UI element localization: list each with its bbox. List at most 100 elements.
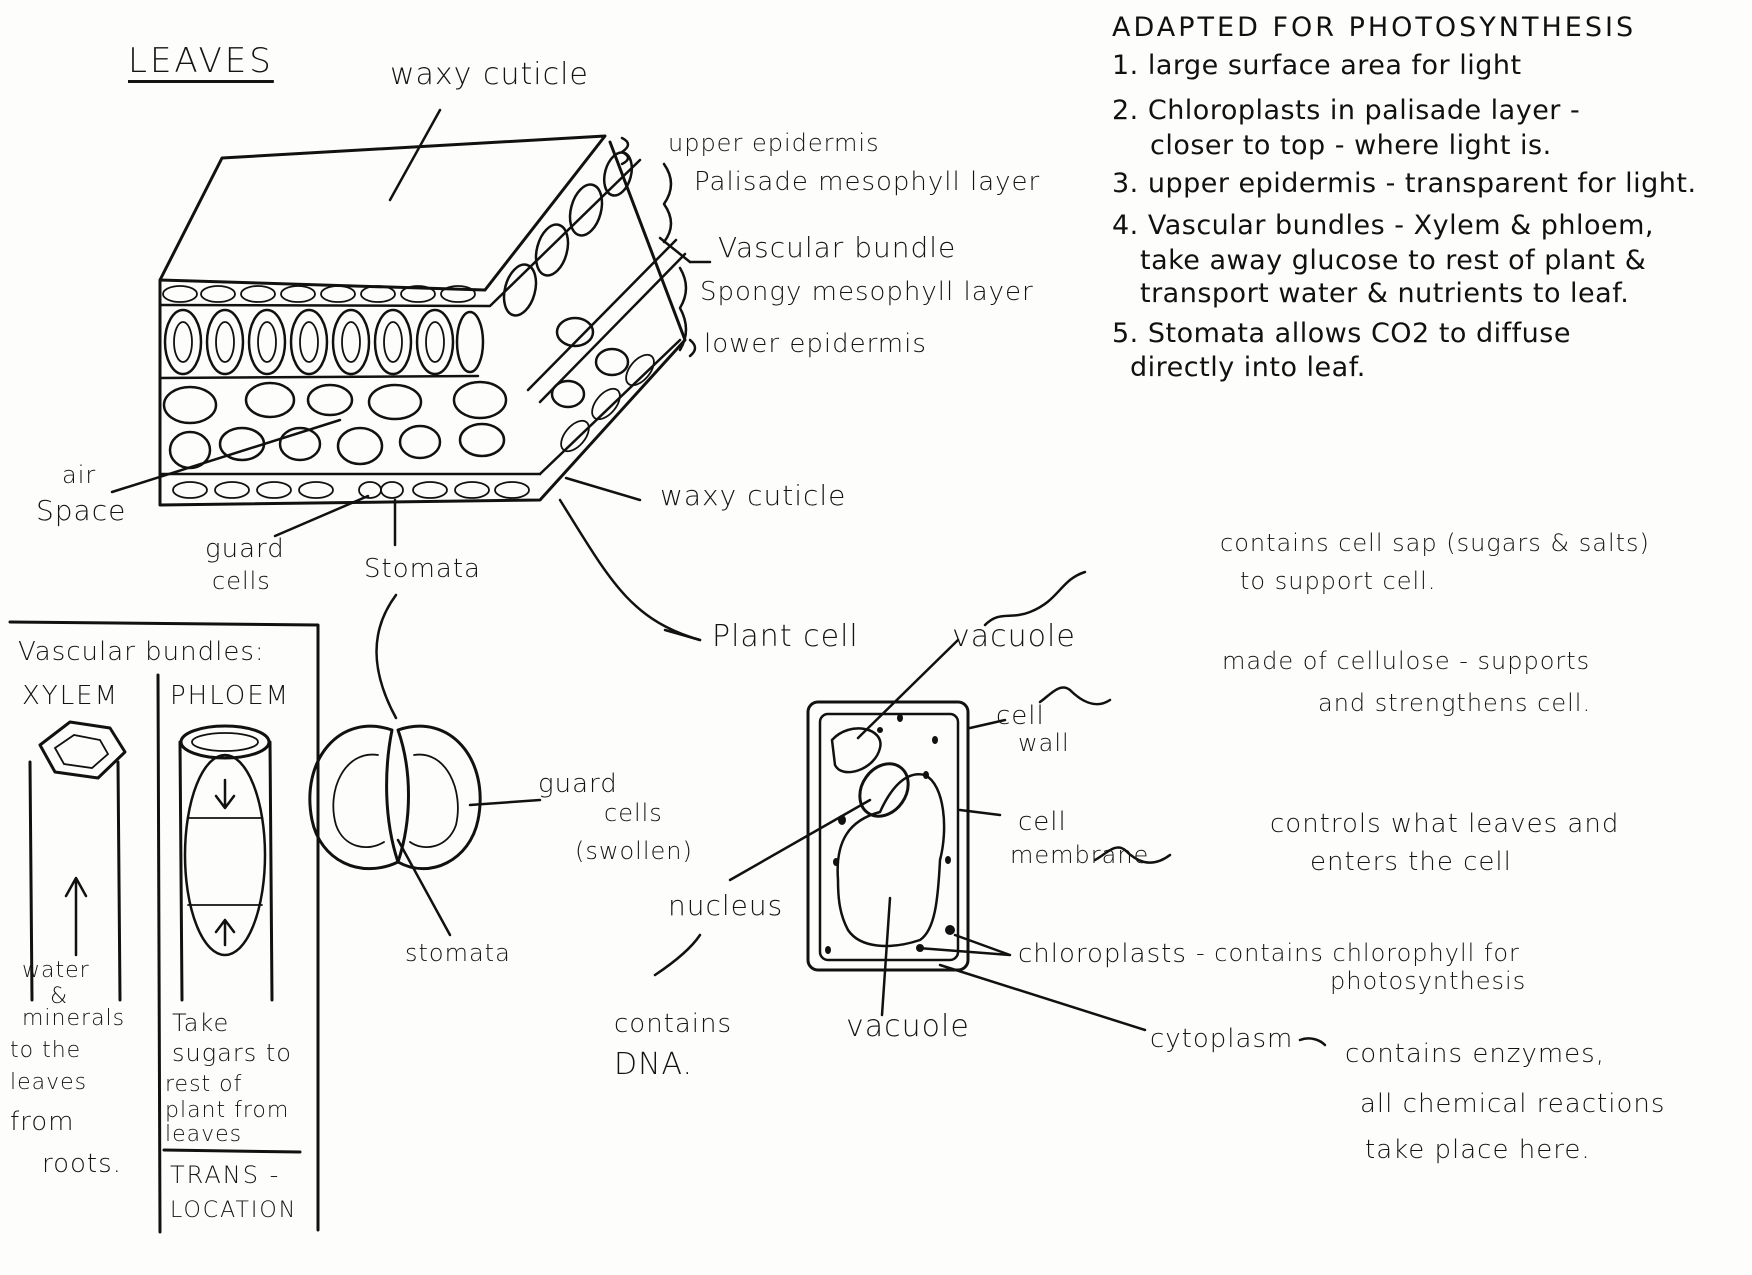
cyto-note-line: all chemical reactions (1360, 1090, 1665, 1120)
label-waxy-cuticle-bottom: waxy cuticle (660, 480, 846, 512)
guard-cell-left (310, 726, 398, 868)
label-cell-wall-2: wall (1018, 730, 1070, 758)
guard-cell-right-inner (410, 755, 458, 848)
palisade-cell (499, 261, 541, 319)
phloem-top (181, 726, 269, 758)
stoma-closeup-drawing (310, 595, 540, 935)
adaptations-heading: ADAPTED FOR PHOTOSYNTHESIS (1112, 12, 1636, 43)
palisade-cell (165, 310, 201, 374)
upper-epidermis-brace (622, 138, 628, 164)
label-stoma-cells: cells (604, 800, 663, 828)
epidermis-cell (281, 286, 315, 302)
palisade-cell-chloroplast (174, 322, 192, 362)
spongy-cell (308, 385, 352, 415)
palisade-cell (600, 149, 637, 198)
membrane-note-line: enters the cell (1310, 848, 1512, 878)
xylem-note-line: to the (10, 1038, 81, 1063)
xylem-note-line: minerals (22, 1006, 125, 1031)
chloroplast-dot (833, 858, 839, 866)
chloro-note-line: - contains chlorophyll for (1196, 940, 1520, 968)
vacuole-bottom-leader (882, 898, 890, 1015)
chloroplast-dot (945, 925, 955, 935)
label-vacuole-bottom: vacuole (846, 1010, 970, 1045)
chloroplast-dot (945, 856, 951, 864)
spongy-cell (400, 426, 440, 458)
label-translocation-2: LOCATION (170, 1198, 297, 1223)
epidermis-cell (215, 482, 249, 498)
nucleus-leader (730, 800, 870, 880)
epidermis-cell (455, 482, 489, 498)
adaptation-item: 2. Chloroplasts in palisade layer - (1112, 95, 1580, 126)
label-space: Space (36, 495, 126, 527)
spongy-cell (164, 387, 216, 423)
palisade-cell (565, 181, 607, 239)
guard-cell (359, 482, 381, 498)
vacuole-note-line: to support cell. (1240, 568, 1436, 596)
leaf-palisade-slope-cells (499, 149, 636, 319)
stoma-leader-from-label (377, 595, 397, 718)
guard-cell-right (398, 726, 480, 868)
cell-wall-note-leader (1040, 687, 1110, 704)
palisade-cell-chloroplast (216, 322, 234, 362)
label-nucleus: nucleus (668, 890, 783, 922)
label-air: air (62, 462, 96, 490)
palisade-cell (249, 310, 285, 374)
phloem-note-line: rest of (165, 1072, 242, 1097)
spongy-cell (369, 385, 421, 419)
stoma-pore-leader (398, 840, 450, 935)
vacuole-note-line: contains cell sap (sugars & salts) (1220, 530, 1650, 558)
membrane-note-line: controls what leaves and (1270, 810, 1619, 840)
xylem-hexagon-inner (55, 735, 108, 768)
chloro-note-line: photosynthesis (1330, 968, 1526, 996)
phloem-note-line: leaves (165, 1122, 242, 1147)
label-stoma-swollen: (swollen) (575, 838, 693, 866)
chloroplast-dot (923, 771, 929, 779)
phloem-note-line: plant from (165, 1098, 289, 1123)
label-cell-membrane-1: cell (1018, 808, 1067, 838)
adaptation-item: 5. Stomata allows CO2 to diffuse (1112, 318, 1571, 349)
palisade-cell (375, 310, 411, 374)
chloroplast-dot (932, 736, 938, 744)
label-dna-1: contains (614, 1010, 732, 1040)
spongy-cell (454, 382, 506, 418)
wall-note-line: made of cellulose - supports (1222, 648, 1590, 676)
guard-cell (381, 482, 403, 498)
vacuole-small (832, 728, 880, 772)
label-spongy-layer: Spongy mesophyll layer (700, 278, 1034, 308)
label-upper-epidermis: upper epidermis (668, 130, 880, 158)
adaptation-item: 4. Vascular bundles - Xylem & phloem, (1112, 210, 1654, 241)
adaptation-item: 1. large surface area for light (1112, 50, 1522, 81)
label-palisade-layer: Palisade mesophyll layer (694, 168, 1040, 198)
leaf-upper-epidermis-cells (163, 286, 475, 302)
palisade-brace (664, 164, 671, 242)
label-stoma-guard: guard (538, 770, 618, 800)
label-chloroplasts: chloroplasts (1018, 940, 1187, 970)
label-stoma-pore: stomata (405, 940, 511, 968)
label-lower-epidermis: lower epidermis (704, 330, 927, 360)
xylem-note-line: water (22, 958, 90, 983)
epidermis-cell (321, 286, 355, 302)
label-dna-2: DNA. (614, 1048, 693, 1083)
adaptation-item: 3. upper epidermis - transparent for lig… (1112, 168, 1697, 199)
epidermis-cell (173, 482, 207, 498)
chloroplast-dot (877, 727, 883, 733)
phloem-note-line: sugars to (172, 1040, 292, 1068)
label-waxy-cuticle-top: waxy cuticle (390, 58, 589, 93)
label-stomata: Stomata (364, 555, 481, 585)
label-vascular-bundles-heading: Vascular bundles: (18, 638, 265, 668)
lower-epidermis-brace (690, 340, 695, 356)
palisade-cell-chloroplast (258, 322, 276, 362)
vacuole-top-leader (858, 640, 958, 738)
spongy-cell (596, 349, 628, 375)
palisade-cell (417, 310, 453, 374)
cell-membrane-leader (960, 810, 1000, 815)
label-guard-cells: cells (212, 568, 271, 596)
epidermis-cell (587, 384, 625, 424)
plant-cell-leader (560, 500, 700, 640)
leaf-lower-epidermis-cells (173, 350, 659, 498)
label-xylem: XYLEM (22, 682, 119, 712)
phloem-arrow-down (216, 780, 234, 808)
adaptation-item: closer to top - where light is. (1150, 130, 1552, 161)
chloroplast-dot (897, 714, 903, 722)
xylem-note-line: leaves (10, 1070, 87, 1095)
